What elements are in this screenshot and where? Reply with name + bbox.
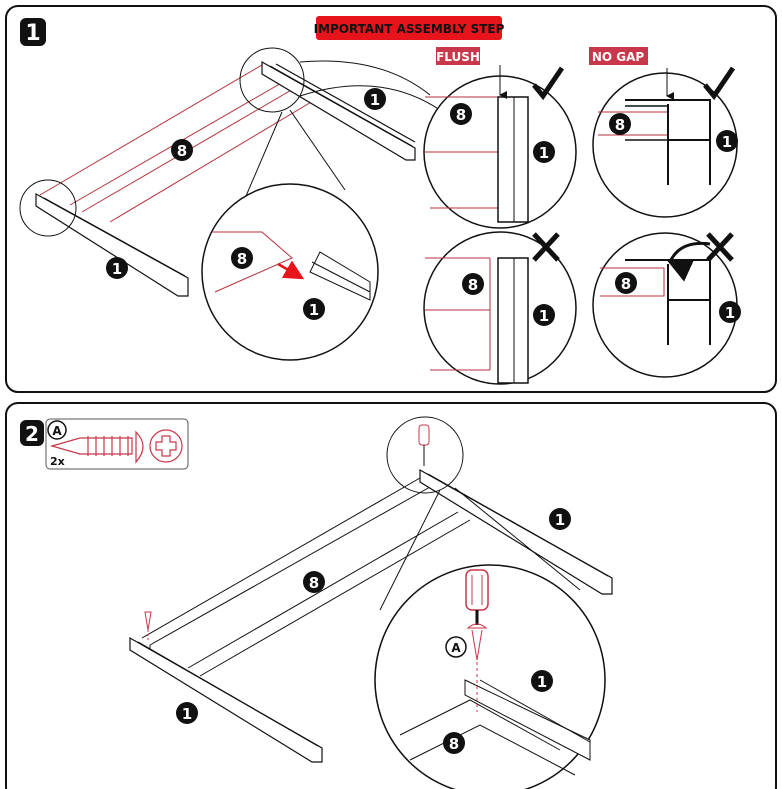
svg-text:2: 2 bbox=[25, 422, 39, 446]
detail-no-gap-correct bbox=[592, 66, 738, 218]
svg-text:1: 1 bbox=[370, 91, 380, 109]
svg-text:1: 1 bbox=[722, 133, 732, 151]
svg-text:1: 1 bbox=[555, 511, 565, 529]
callout-rail-1: 1 bbox=[533, 304, 555, 326]
svg-text:NO GAP: NO GAP bbox=[592, 50, 645, 64]
callout-rail-1: 1 bbox=[719, 301, 741, 323]
magnified-joint bbox=[201, 183, 379, 361]
svg-text:A: A bbox=[52, 424, 62, 438]
svg-text:8: 8 bbox=[456, 106, 466, 124]
svg-text:8: 8 bbox=[449, 735, 459, 753]
svg-text:8: 8 bbox=[615, 116, 625, 134]
callout-rail-1: 1 bbox=[364, 88, 386, 110]
screw-icon bbox=[466, 623, 488, 712]
callout-rail-1: 1 bbox=[303, 298, 325, 320]
callout-board-8: 8 bbox=[450, 103, 472, 125]
callout-board-8: 8 bbox=[303, 571, 325, 593]
screw-icon bbox=[144, 611, 152, 640]
step-1-badge: 1 bbox=[20, 18, 46, 46]
svg-text:1: 1 bbox=[112, 260, 122, 278]
svg-text:1: 1 bbox=[537, 673, 547, 691]
callout-rail-1: 1 bbox=[716, 130, 738, 152]
callout-board-8: 8 bbox=[443, 732, 465, 754]
callout-board-8: 8 bbox=[462, 273, 484, 295]
svg-text:8: 8 bbox=[621, 275, 631, 293]
callout-board-8: 8 bbox=[231, 247, 253, 269]
svg-text:1: 1 bbox=[25, 21, 40, 46]
svg-text:FLUSH: FLUSH bbox=[436, 50, 480, 64]
detail-circle bbox=[386, 416, 464, 494]
step-2-badge: 2 bbox=[20, 420, 44, 446]
svg-text:1: 1 bbox=[539, 144, 549, 162]
rail-1-front bbox=[129, 636, 323, 763]
svg-text:1: 1 bbox=[539, 307, 549, 325]
svg-text:8: 8 bbox=[309, 574, 319, 592]
screw-icon bbox=[49, 429, 183, 464]
svg-text:IMPORTANT ASSEMBLY STEP: IMPORTANT ASSEMBLY STEP bbox=[314, 22, 505, 36]
callout-rail-1: 1 bbox=[533, 141, 555, 163]
svg-text:1: 1 bbox=[309, 301, 319, 319]
detail-flush-wrong bbox=[423, 231, 577, 385]
svg-text:8: 8 bbox=[468, 276, 478, 294]
rail-1-back bbox=[261, 60, 416, 161]
board-8-outline bbox=[39, 64, 319, 223]
rail-1-front bbox=[35, 192, 189, 297]
flush-label: FLUSH bbox=[436, 47, 480, 65]
magnified-screw-joint: A bbox=[374, 564, 606, 789]
hardware-box: A 2x bbox=[45, 418, 189, 470]
svg-text:A: A bbox=[451, 641, 461, 655]
callout-board-8: 8 bbox=[615, 272, 637, 294]
svg-text:8: 8 bbox=[177, 142, 187, 160]
step-1-panel: 1 IMPORTANT ASSEMBLY STEP FLUSH NO GAP bbox=[5, 5, 777, 393]
svg-text:1: 1 bbox=[182, 705, 192, 723]
svg-text:8: 8 bbox=[237, 250, 247, 268]
svg-text:2x: 2x bbox=[50, 455, 65, 468]
svg-text:1: 1 bbox=[725, 304, 735, 322]
frame-boards-8 bbox=[141, 477, 471, 677]
screwdriver-icon bbox=[418, 424, 430, 466]
callout-board-8: 8 bbox=[171, 139, 193, 161]
callout-rail-1: 1 bbox=[531, 670, 553, 692]
callout-board-8: 8 bbox=[609, 113, 631, 135]
detail-no-gap-wrong bbox=[592, 232, 738, 378]
detail-circle-front bbox=[19, 179, 77, 237]
callout-rail-1: 1 bbox=[176, 702, 198, 724]
callout-rail-1: 1 bbox=[106, 257, 128, 279]
no-gap-label: NO GAP bbox=[589, 47, 648, 65]
detail-circle-back bbox=[239, 47, 305, 113]
important-step-banner: IMPORTANT ASSEMBLY STEP bbox=[314, 16, 505, 40]
callout-rail-1: 1 bbox=[549, 508, 571, 530]
screwdriver-icon bbox=[465, 569, 489, 625]
step-2-panel: 2 A 2x bbox=[5, 402, 777, 789]
